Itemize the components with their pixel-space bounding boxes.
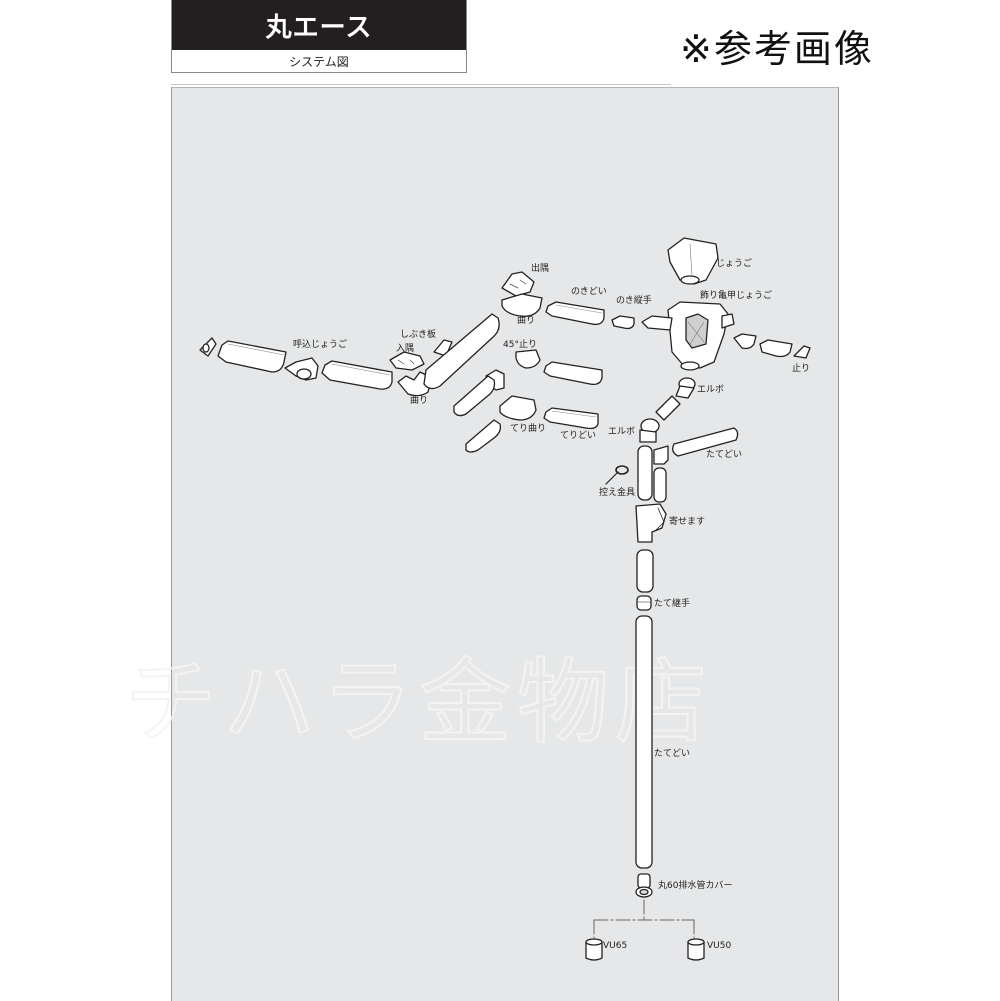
label-tomari-right: 止り (792, 364, 811, 374)
label-vu65: VU65 (603, 941, 628, 951)
diagonal-gutter-mid-part (453, 375, 496, 417)
drain-cover-part (635, 873, 653, 898)
nokidoi-eave-gutter-part (545, 301, 605, 326)
vu65-pipe-part (585, 938, 603, 961)
teridoi-part (543, 407, 599, 430)
branch-connector (593, 899, 695, 939)
label-hikae-kanagu: 控え金具 (599, 488, 636, 498)
eave-gutter-left-1-part (217, 340, 287, 373)
side-elbow-part (653, 445, 669, 465)
label-kazari-kikkou-jougo: 飾り亀甲じょうご (700, 291, 773, 301)
tatedoi-main-pipe-part (635, 615, 653, 869)
label-drain-cover: 丸60排水管カバー (658, 881, 733, 891)
irisumi-inside-corner-part (389, 351, 425, 371)
label-noki-tsugite: のき縦手 (616, 296, 652, 306)
nokidoi-middle-part (543, 361, 603, 386)
label-irisumi: 入隅 (396, 344, 415, 354)
diagram-panel (171, 87, 839, 1001)
label-vu50: VU50 (707, 941, 732, 951)
panel-top-rule (171, 84, 671, 85)
label-tate-tsugite: たて継手 (654, 599, 691, 609)
label-jougo: じょうご (716, 259, 753, 269)
product-title: 丸エース (172, 0, 466, 50)
label-yosemasu: 寄せます (669, 517, 706, 527)
yobikomi-jougo-part (284, 357, 319, 381)
watermark: チハラ金物店 (124, 648, 714, 757)
elbow-upper-part (675, 377, 696, 399)
label-tomari-45: 45°止り (503, 340, 537, 350)
yosemasu-offset-part (635, 503, 667, 543)
diagonal-gutter-bottom-part (465, 419, 502, 453)
vertical-pipe-2-part (653, 467, 667, 503)
tomari-45-part (515, 349, 541, 369)
kazari-kikkou-jougo-part (641, 301, 735, 371)
label-magari-left: 曲り (410, 396, 429, 406)
eave-gutter-right-2-part (759, 339, 793, 358)
reference-image-note: ※参考画像 (680, 27, 874, 71)
hikae-kanagu-bracket-part (605, 465, 629, 485)
title-box: 丸エース システム図 (171, 0, 467, 73)
label-yobikomi-jougo: 呼込じょうご (293, 340, 348, 350)
label-tatedoi-main: たてどい (654, 749, 691, 759)
vu50-pipe-part (687, 938, 705, 961)
tate-tsugite-part (636, 595, 652, 611)
eave-gutter-left-2-part (321, 360, 393, 390)
label-tatedoi-side: たてどい (706, 450, 743, 460)
label-teridoi: てりどい (560, 431, 597, 441)
eave-gutter-right-1-part (733, 333, 757, 350)
label-elbow-lower: エルボ (608, 427, 636, 437)
diagonal-downpipe-part (655, 395, 681, 421)
label-shibuki-ita: しぶき板 (400, 330, 437, 340)
label-teri-magari: てり曲り (510, 424, 547, 434)
magari-corner-top-part (501, 293, 543, 317)
teri-magari-part (499, 395, 537, 421)
diagonal-gutter-long-part (423, 313, 500, 390)
vertical-pipe-3-part (636, 549, 654, 593)
desumi-outside-corner-part (501, 271, 535, 297)
tatedoi-side-pipe-part (672, 427, 739, 457)
label-magari-top: 曲り (517, 316, 536, 326)
magari-corner-left-part (397, 371, 433, 397)
label-elbow-upper: エルボ (697, 385, 725, 395)
noki-tsugite-joint-part (611, 315, 635, 330)
vertical-pipe-1-part (637, 445, 653, 501)
jougo-funnel-part (667, 237, 719, 285)
subtitle: システム図 (289, 54, 349, 69)
tomari-end-stop-right-part (793, 345, 811, 359)
end-cap-left-part (199, 337, 217, 357)
label-nokidoi: のきどい (571, 287, 607, 297)
label-desumi: 出隅 (531, 264, 550, 274)
elbow-lower-part (639, 418, 660, 443)
